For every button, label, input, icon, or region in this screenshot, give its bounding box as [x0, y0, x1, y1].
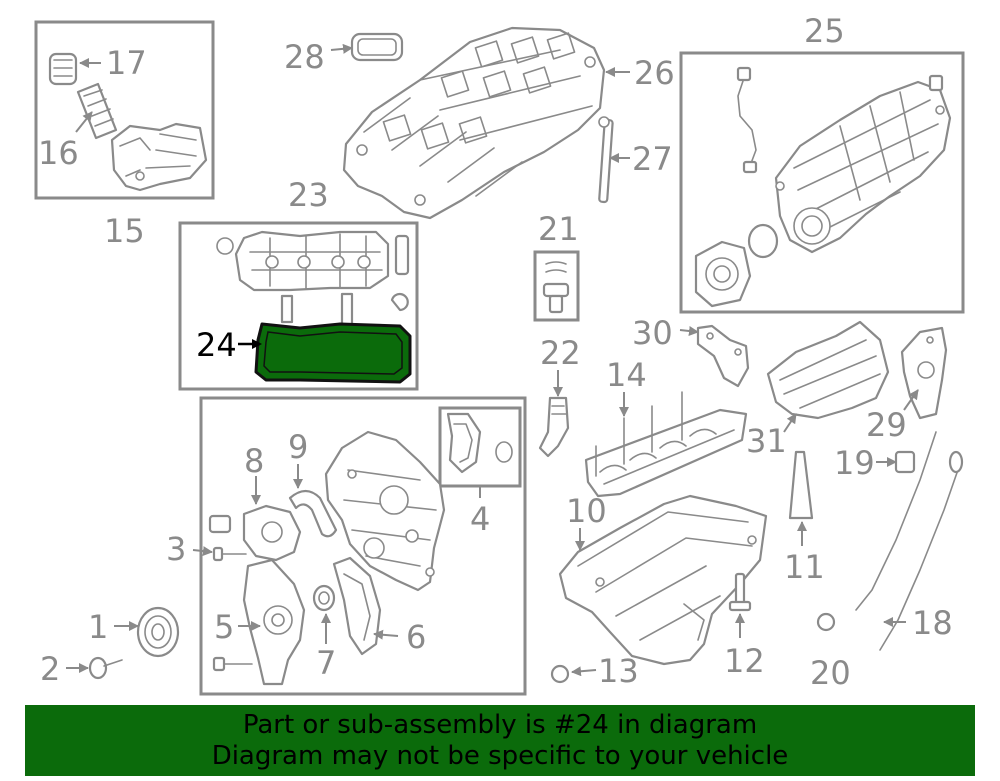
callout-17: 17 — [106, 44, 147, 82]
crank-seal-part[interactable] — [312, 584, 336, 612]
oil-filter-cap-part[interactable] — [48, 52, 78, 86]
thermostat-gasket-part[interactable] — [288, 489, 338, 538]
callout-23: 23 — [288, 176, 329, 214]
callout-3: 3 — [166, 530, 186, 568]
group-box-23 — [178, 221, 419, 391]
callout-27: 27 — [632, 140, 673, 178]
grommet-part[interactable] — [390, 292, 409, 312]
callout-4: 4 — [470, 500, 490, 538]
arrowhead-24 — [252, 339, 262, 349]
callout-19: 19 — [834, 444, 875, 482]
sealant-tube-part[interactable] — [788, 450, 814, 520]
callout-6: 6 — [406, 618, 426, 656]
intake-manifold-part[interactable] — [774, 80, 952, 254]
group-box-21 — [533, 250, 580, 322]
group-box-25 — [679, 51, 965, 314]
pulley-bolt-part[interactable] — [88, 656, 123, 680]
callout-13: 13 — [598, 652, 639, 690]
dipstick-tube-part[interactable] — [538, 396, 570, 458]
oil-fill-cap-part[interactable] — [542, 261, 570, 314]
group-box-3 — [199, 396, 527, 696]
oil-filter-element-part[interactable] — [76, 82, 118, 140]
cover-gasket-part[interactable] — [332, 556, 382, 656]
water-pump-part[interactable] — [242, 558, 306, 686]
callout-18: 18 — [912, 604, 953, 642]
callout-2: 2 — [40, 650, 60, 688]
callout-12: 12 — [724, 642, 765, 680]
timing-cover-gasket-part[interactable] — [446, 412, 513, 474]
callout-21: 21 — [538, 210, 579, 248]
callout-11: 11 — [784, 548, 825, 586]
banner-line-1: Part or sub-assembly is #24 in diagram — [242, 710, 758, 740]
callout-10: 10 — [566, 492, 607, 530]
drain-plug-part[interactable] — [550, 664, 570, 684]
bedplate-part[interactable] — [584, 408, 748, 498]
group-box-15 — [34, 20, 215, 200]
callout-31: 31 — [746, 422, 787, 460]
bolt-part[interactable] — [212, 546, 247, 562]
bearing-bolts-part[interactable] — [595, 391, 683, 477]
fitment-notice-banner: Part or sub-assembly is #24 in diagram D… — [25, 705, 975, 776]
oil-filter-housing-part[interactable] — [110, 122, 208, 192]
pump-bolt-part[interactable] — [212, 656, 253, 672]
dipstick-seal-part[interactable] — [894, 450, 916, 474]
upper-intake-manifold-part[interactable] — [342, 26, 606, 220]
callout-8: 8 — [244, 442, 264, 480]
callout-29: 29 — [866, 406, 907, 444]
valve-cover-gasket-part-highlighted[interactable] — [254, 322, 412, 384]
dipstick-tube-bolt-part[interactable] — [598, 116, 614, 204]
dipstick-part[interactable] — [855, 431, 964, 651]
banner-line-2: Diagram may not be specific to your vehi… — [211, 741, 789, 771]
callout-1: 1 — [88, 608, 108, 646]
pcv-valve-right-part[interactable] — [340, 292, 354, 328]
pan-bolt-part[interactable] — [728, 572, 752, 612]
callout-25: 25 — [804, 12, 845, 50]
pcv-bolt-part[interactable] — [394, 234, 410, 276]
water-pump-housing-part[interactable] — [242, 504, 302, 562]
o-ring-part[interactable] — [816, 612, 836, 632]
heat-shield-part[interactable] — [766, 320, 890, 420]
sensor-part[interactable] — [928, 74, 944, 92]
oil-pan-part[interactable] — [558, 494, 768, 666]
intake-gasket-part[interactable] — [350, 32, 404, 62]
callout-5: 5 — [214, 608, 234, 646]
pcv-valve-left-part[interactable] — [280, 294, 294, 324]
throttle-body-part[interactable] — [694, 240, 752, 308]
callout-28: 28 — [284, 38, 325, 76]
oil-cap-seal-part[interactable] — [216, 237, 234, 255]
callout-30: 30 — [632, 314, 673, 352]
callout-14: 14 — [606, 356, 647, 394]
callout-7: 7 — [316, 644, 336, 682]
callout-16: 16 — [38, 134, 79, 172]
crank-pulley-part[interactable] — [136, 606, 180, 658]
throttle-body-seal-part[interactable] — [747, 223, 779, 259]
valve-cover-part[interactable] — [234, 230, 390, 292]
vacuum-hose-part[interactable] — [736, 66, 758, 174]
callout-26: 26 — [634, 54, 675, 92]
timing-cover-part[interactable] — [324, 430, 446, 592]
callout-20: 20 — [810, 654, 851, 692]
dowel-part[interactable] — [208, 514, 232, 534]
callout-22: 22 — [540, 334, 581, 372]
callout-24-highlighted: 24 — [196, 326, 237, 364]
bracket-part[interactable] — [696, 324, 750, 388]
callout-9: 9 — [288, 428, 308, 466]
callout-15: 15 — [104, 212, 145, 250]
